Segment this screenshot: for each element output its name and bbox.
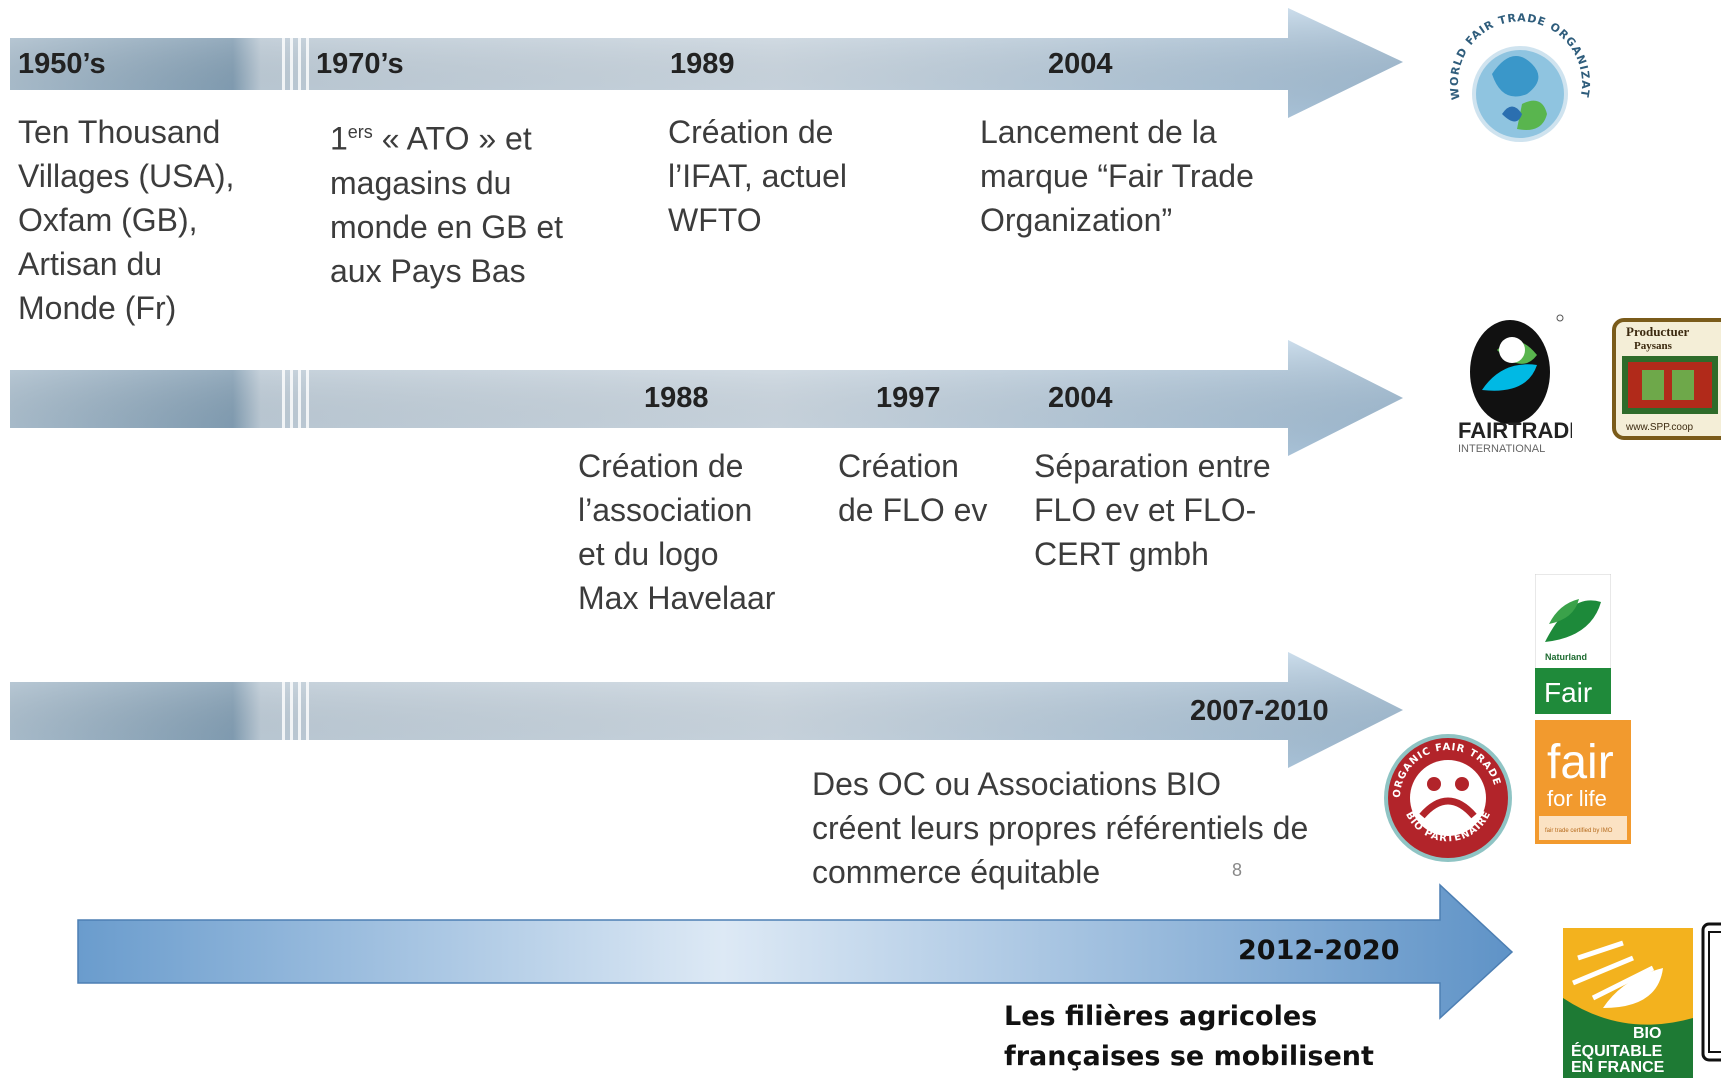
arrow-row-2: [10, 340, 1403, 456]
year-1988: 1988: [644, 382, 709, 414]
page-number: 8: [1232, 860, 1243, 880]
svg-text:ÉQUITABLE: ÉQUITABLE: [1571, 1041, 1663, 1060]
fairtrade-logo: FAIRTRADE INTERNATIONAL: [1458, 314, 1572, 455]
year-2004-a: 2004: [1048, 48, 1113, 80]
svg-text:fair: fair: [1547, 736, 1614, 789]
arrow-row-4: [77, 883, 1514, 1020]
year-2007-2010: 2007-2010: [1190, 695, 1329, 727]
svg-text:BIO: BIO: [1633, 1025, 1661, 1042]
year-1970s: 1970’s: [316, 48, 404, 80]
svg-text:EN FRANCE: EN FRANCE: [1571, 1059, 1665, 1076]
arrow-row-3: [10, 652, 1403, 768]
year-1950s: 1950’s: [18, 48, 106, 80]
svg-text:Fair: Fair: [1544, 677, 1592, 708]
desc-1950s: Ten Thousand Villages (USA), Oxfam (GB),…: [18, 114, 235, 326]
year-1989: 1989: [670, 48, 735, 80]
spp-logo: Productuer Paysans www.SPP.coop: [1612, 318, 1721, 440]
desc-1988: Création de l’association et du logo Max…: [578, 448, 776, 616]
naturland-fair-logo: Naturland Fair: [1535, 574, 1611, 714]
svg-text:fair trade certified by IMO: fair trade certified by IMO: [1545, 828, 1613, 834]
svg-text:Naturland: Naturland: [1545, 652, 1587, 662]
year-1997: 1997: [876, 382, 941, 414]
desc-2007-2010: Des OC ou Associations BIO créent leurs …: [812, 766, 1309, 890]
bio-equitable-logo: BIO ÉQUITABLE EN FRANCE: [1563, 928, 1693, 1078]
fair-for-life-logo: fair for life fair trade certified by IM…: [1535, 720, 1631, 844]
svg-text:FAIRTRADE: FAIRTRADE: [1458, 418, 1572, 443]
svg-text:Paysans: Paysans: [1634, 340, 1673, 352]
svg-text:www.SPP.coop: www.SPP.coop: [1625, 422, 1694, 433]
year-2004-b: 2004: [1048, 382, 1113, 414]
svg-text:for life: for life: [1547, 786, 1607, 811]
desc-2004-a: Lancement de la marque “Fair Trade Organ…: [980, 114, 1254, 238]
wfto-logo: WORLD FAIR TRADE ORGANIZATION: [1422, 4, 1591, 142]
desc-1989: Création de l’IFAT, actuel WFTO: [668, 114, 848, 238]
svg-text:Productuer: Productuer: [1626, 324, 1690, 339]
bio-partenaire-logo: ORGANIC FAIR TRADE BIO PARTENAIRE: [1384, 734, 1512, 862]
svg-text:INTERNATIONAL: INTERNATIONAL: [1458, 443, 1545, 455]
arrow-row-1: [10, 8, 1403, 118]
desc-2004-b: Séparation entre FLO ev et FLO- CERT gmb…: [1034, 448, 1271, 572]
desc-1997: Création de FLO ev: [838, 448, 988, 528]
desc-2012-2020: Les filières agricoles françaises se mob…: [1004, 1001, 1374, 1072]
year-2012-2020: 2012-2020: [1238, 935, 1400, 966]
desc-1970s: 1ers « ATO » et magasins du monde en GB …: [330, 120, 564, 289]
cropped-logo: [1701, 922, 1721, 1062]
